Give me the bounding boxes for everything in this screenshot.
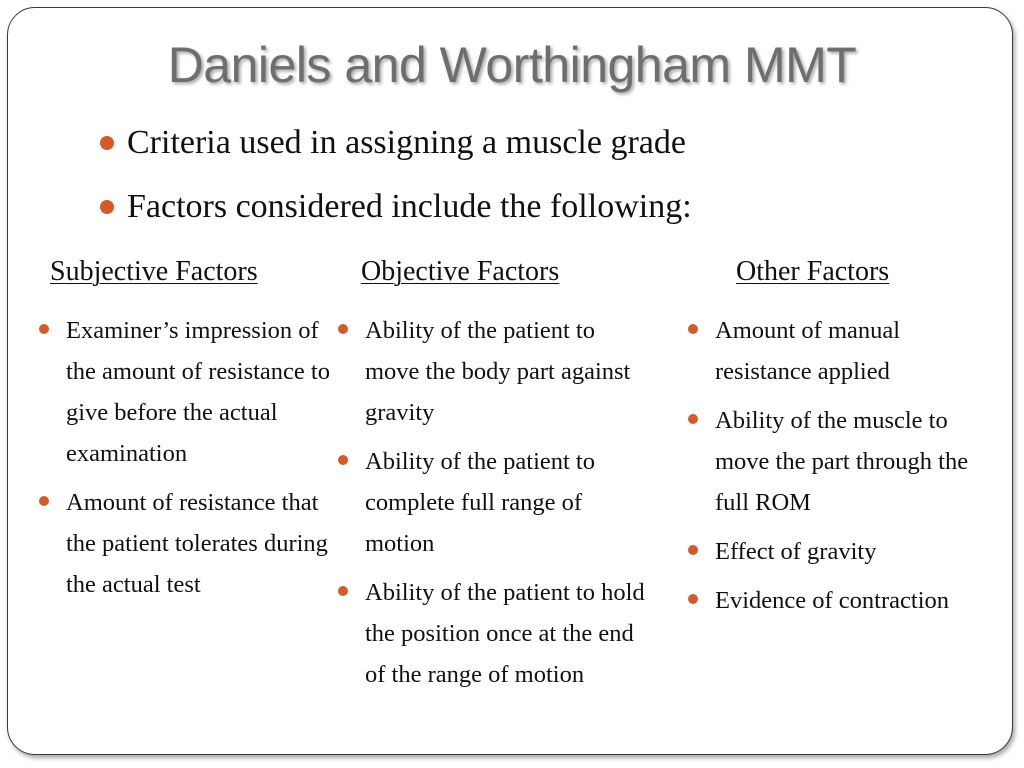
factor-text: Effect of gravity	[715, 538, 877, 565]
factor-item: Ability of the patient to complete full …	[335, 441, 645, 564]
factor-text: Ability of the patient to hold the posit…	[365, 579, 645, 688]
bullet-icon	[338, 455, 348, 465]
intro-bullet-text: Factors considered include the following…	[127, 188, 692, 225]
factor-item: Ability of the muscle to move the part t…	[685, 400, 995, 523]
factor-text: Amount of manual resistance applied	[715, 317, 901, 385]
factor-list: Ability of the patient to move the body …	[335, 310, 645, 703]
factor-text: Ability of the patient to complete full …	[365, 448, 595, 557]
intro-bullet-item: Factors considered include the following…	[100, 182, 692, 246]
slide-title: Daniels and Worthingham MMT	[167, 37, 857, 93]
slide-frame	[7, 7, 1013, 755]
bullet-icon	[688, 594, 698, 604]
bullet-icon	[688, 545, 698, 555]
intro-bullet-item: Criteria used in assigning a muscle grad…	[100, 118, 692, 182]
bullet-icon	[338, 586, 348, 596]
factor-text: Evidence of contraction	[715, 587, 950, 614]
factor-item: Ability of the patient to move the body …	[335, 310, 645, 433]
factor-text: Ability of the muscle to move the part t…	[715, 407, 969, 516]
bullet-icon	[39, 324, 49, 334]
factor-text: Examiner’s impression of the amount of r…	[66, 317, 330, 467]
factor-item: Amount of manual resistance applied	[685, 310, 995, 392]
factor-list: Examiner’s impression of the amount of r…	[36, 310, 336, 613]
factor-item: Ability of the patient to hold the posit…	[335, 572, 645, 695]
column-header: Objective Factors	[361, 256, 560, 287]
intro-bullet-list: Criteria used in assigning a muscle grad…	[100, 118, 692, 246]
factor-item: Examiner’s impression of the amount of r…	[36, 310, 336, 474]
column-header: Subjective Factors	[50, 256, 258, 287]
bullet-icon	[39, 496, 49, 506]
factor-item: Amount of resistance that the patient to…	[36, 482, 336, 605]
factor-list: Amount of manual resistance applied Abil…	[685, 310, 995, 629]
bullet-icon	[338, 324, 348, 334]
factor-item: Evidence of contraction	[685, 580, 995, 621]
factor-text: Ability of the patient to move the body …	[365, 317, 631, 426]
bullet-icon	[688, 324, 698, 334]
column-header: Other Factors	[736, 256, 890, 287]
bullet-icon	[100, 200, 114, 214]
intro-bullet-text: Criteria used in assigning a muscle grad…	[127, 124, 686, 161]
factor-item: Effect of gravity	[685, 531, 995, 572]
factor-text: Amount of resistance that the patient to…	[66, 489, 328, 598]
bullet-icon	[688, 414, 698, 424]
bullet-icon	[100, 136, 114, 150]
